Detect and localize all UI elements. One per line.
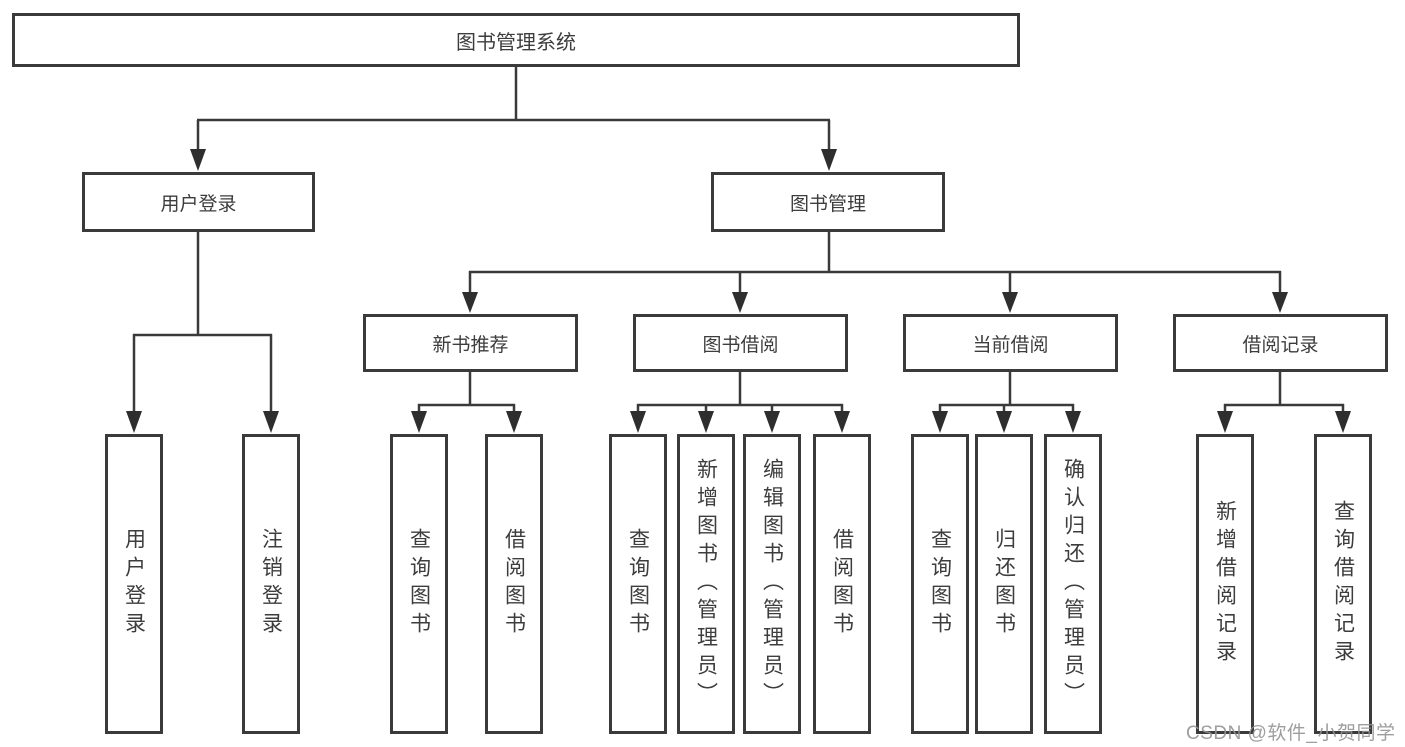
node-new-book-recommendation: 新书推荐 xyxy=(363,314,578,372)
node-current-borrowing: 当前借阅 xyxy=(903,314,1118,372)
leaf-edit-books-admin-label: 编辑图书（管理员） xyxy=(760,458,784,710)
leaf-user-login-label: 用户登录 xyxy=(122,528,146,640)
node-book-management: 图书管理 xyxy=(711,172,945,232)
leaf-confirm-return-admin: 确认归还（管理员） xyxy=(1044,434,1102,734)
node-current-borrowing-label: 当前借阅 xyxy=(972,334,1049,356)
leaf-query-borrow-record-label: 查询借阅记录 xyxy=(1331,500,1355,668)
node-borrowing-records: 借阅记录 xyxy=(1173,314,1388,372)
leaf-confirm-return-admin-label: 确认归还（管理员） xyxy=(1061,458,1085,710)
leaf-logout: 注销登录 xyxy=(242,434,300,734)
leaf-add-borrow-record-label: 新增借阅记录 xyxy=(1213,500,1237,668)
leaf-query-borrow-record: 查询借阅记录 xyxy=(1314,434,1372,734)
leaf-logout-label: 注销登录 xyxy=(259,528,283,640)
leaf-borrow-books-recommend-label: 借阅图书 xyxy=(502,528,526,640)
node-new-book-recommendation-label: 新书推荐 xyxy=(432,334,509,356)
leaf-return-books: 归还图书 xyxy=(975,434,1033,734)
leaf-query-books-recommend-label: 查询图书 xyxy=(407,528,431,640)
node-borrowing-records-label: 借阅记录 xyxy=(1242,334,1319,356)
node-user-login: 用户登录 xyxy=(82,172,315,232)
csdn-watermark: CSDN @软件_小贺同学 xyxy=(1186,723,1396,744)
node-root-label: 图书管理系统 xyxy=(456,31,576,54)
leaf-query-books-current-label: 查询图书 xyxy=(928,528,952,640)
leaf-query-books-borrow-label: 查询图书 xyxy=(626,528,650,640)
node-book-borrowing: 图书借阅 xyxy=(633,314,848,372)
leaf-add-books-admin: 新增图书（管理员） xyxy=(677,434,735,734)
node-user-login-label: 用户登录 xyxy=(160,193,237,215)
leaf-query-books-borrow: 查询图书 xyxy=(609,434,667,734)
leaf-borrow-books-recommend: 借阅图书 xyxy=(485,434,543,734)
leaf-query-books-recommend: 查询图书 xyxy=(390,434,448,734)
leaf-borrow-books-label: 借阅图书 xyxy=(830,528,854,640)
node-root: 图书管理系统 xyxy=(12,13,1020,67)
leaf-edit-books-admin: 编辑图书（管理员） xyxy=(743,434,801,734)
leaf-return-books-label: 归还图书 xyxy=(992,528,1016,640)
leaf-query-books-current: 查询图书 xyxy=(911,434,969,734)
node-book-borrowing-label: 图书借阅 xyxy=(702,334,779,356)
leaf-add-books-admin-label: 新增图书（管理员） xyxy=(694,458,718,710)
leaf-add-borrow-record: 新增借阅记录 xyxy=(1196,434,1254,734)
leaf-borrow-books: 借阅图书 xyxy=(813,434,871,734)
node-book-management-label: 图书管理 xyxy=(789,193,866,215)
leaf-user-login: 用户登录 xyxy=(105,434,163,734)
